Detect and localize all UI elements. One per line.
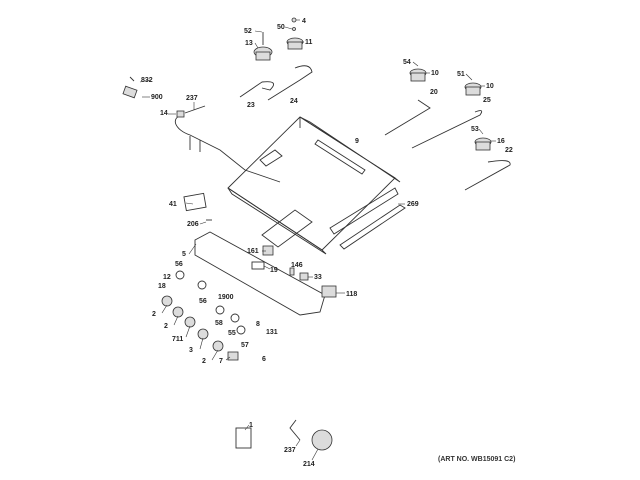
literature-part-1[interactable] — [235, 427, 252, 449]
callout: 214 — [303, 461, 315, 468]
manifold-pipe-part-14[interactable] — [174, 114, 281, 183]
callout: 51 — [457, 71, 465, 78]
fitting-part-237[interactable] — [184, 105, 206, 114]
callout: 14 — [160, 110, 168, 117]
knob-part-3[interactable] — [197, 328, 209, 340]
callout: 8 — [256, 321, 260, 328]
callout: 53 — [471, 126, 479, 133]
tube-part-25[interactable] — [411, 110, 483, 149]
callout: 20 — [430, 89, 438, 96]
callout: 161 — [247, 248, 259, 255]
trim-strip-part-269[interactable] — [339, 204, 406, 250]
callout: 1900 — [218, 294, 234, 301]
callout: 131 — [266, 329, 278, 336]
callout: 57 — [241, 342, 249, 349]
switch-part-161[interactable] — [262, 245, 274, 256]
knob-part-2a[interactable] — [161, 295, 173, 307]
callout: 1 — [249, 422, 253, 429]
bracket-part-900[interactable] — [122, 85, 138, 99]
callout: 55 — [228, 330, 236, 337]
callout: 19 — [270, 267, 278, 274]
callout: 146 — [291, 262, 303, 269]
callout: 54 — [403, 59, 411, 66]
callout: 11 — [305, 39, 313, 46]
callout: 24 — [290, 98, 298, 105]
callout: 23 — [247, 102, 255, 109]
callout: 5 — [182, 251, 186, 258]
callout: 269 — [407, 201, 419, 208]
callout: 41 — [169, 201, 177, 208]
callout: 9 — [355, 138, 359, 145]
spring-part-146[interactable] — [289, 267, 295, 276]
igniter-switches — [175, 270, 246, 335]
callout: 16 — [497, 138, 505, 145]
valve-part-11[interactable] — [286, 37, 304, 50]
callout: 52 — [244, 28, 252, 35]
callout: 4 — [302, 18, 306, 25]
module-part-118[interactable] — [321, 285, 337, 298]
bezel-part-7[interactable] — [227, 351, 239, 361]
knob-part-2b[interactable] — [172, 306, 184, 318]
callout: 2 — [202, 358, 206, 365]
callout: 237 — [284, 447, 296, 454]
leader-lines — [139, 19, 496, 461]
callout: 56 — [175, 261, 183, 268]
callout: 237 — [186, 95, 198, 102]
art-number: (ART NO. WB15091 C2) — [438, 456, 516, 463]
callout: 58 — [215, 320, 223, 327]
burner-box-part-9[interactable] — [227, 116, 401, 255]
callout: 2 — [164, 323, 168, 330]
callout: 118 — [346, 291, 357, 298]
valve-part-10a[interactable] — [409, 68, 427, 82]
callout: 2 — [152, 311, 156, 318]
callout: 711 — [172, 336, 183, 343]
tube-part-20[interactable] — [384, 99, 431, 136]
callout: 56 — [199, 298, 207, 305]
control-panel-part-5[interactable] — [194, 231, 326, 316]
tube-part-22[interactable] — [464, 160, 511, 191]
valve-part-16[interactable] — [474, 137, 492, 151]
callout: 50 — [277, 24, 285, 31]
tube-part-23[interactable] — [239, 81, 275, 98]
callout: 22 — [505, 147, 513, 154]
callout: 33 — [314, 274, 322, 281]
fitting-part-237b[interactable] — [289, 419, 301, 441]
tube-part-24[interactable] — [267, 65, 313, 101]
gasket-part-41[interactable] — [183, 192, 207, 212]
callout: 900 — [151, 94, 163, 101]
callout: 206 — [187, 221, 199, 228]
callout: 3 — [189, 347, 193, 354]
bracket-part-19[interactable] — [251, 261, 265, 270]
knob-part-2c[interactable] — [212, 340, 224, 352]
pipe-fitting — [176, 110, 185, 118]
callout: 18 — [158, 283, 166, 290]
callout: 13 — [245, 40, 253, 47]
callout: 6 — [262, 356, 266, 363]
callout: 12 — [163, 274, 171, 281]
clip-part-33[interactable] — [299, 272, 309, 281]
callout: 7 — [219, 358, 223, 365]
callout: 25 — [483, 97, 491, 104]
regulator-part-214[interactable] — [311, 429, 333, 451]
valve-part-10b[interactable] — [464, 82, 482, 96]
callout: 10 — [486, 83, 494, 90]
knob-part-711[interactable] — [184, 316, 196, 328]
valve-part-13[interactable] — [253, 46, 273, 61]
callout: 10 — [431, 70, 439, 77]
